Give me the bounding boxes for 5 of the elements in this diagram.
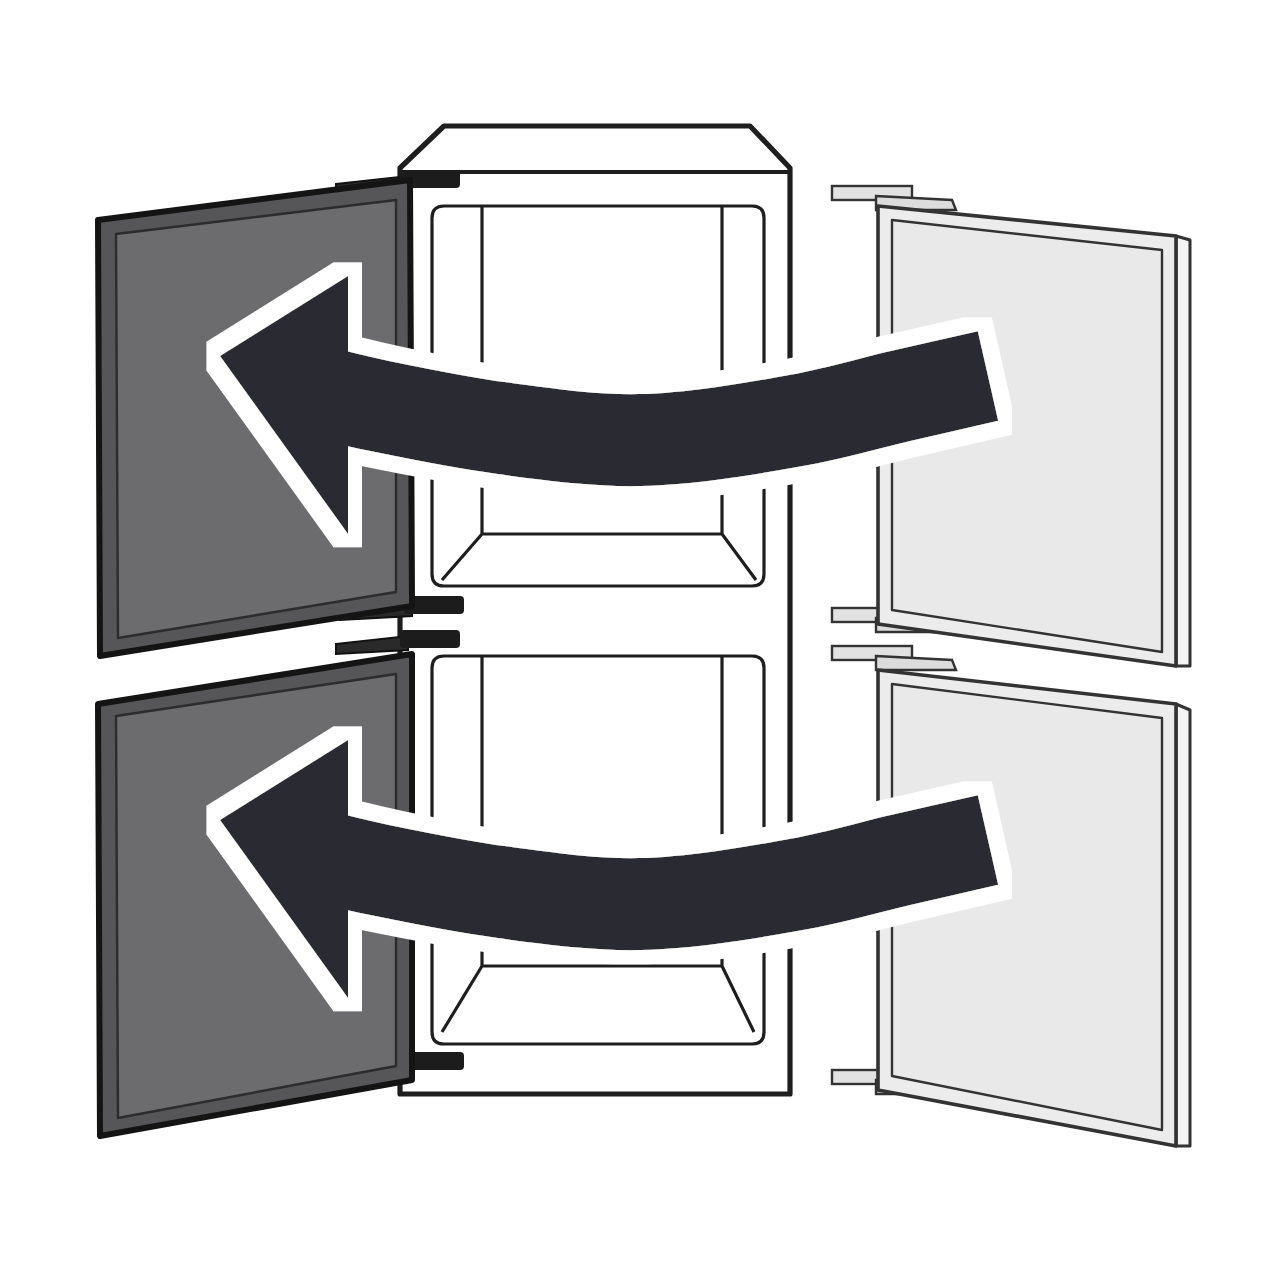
refrigerator-door [828, 642, 1194, 1150]
refrigerator-door [92, 626, 466, 1142]
curved-arrow [220, 276, 999, 534]
curved-arrow [220, 740, 999, 998]
refrigerator-door [828, 182, 1194, 672]
